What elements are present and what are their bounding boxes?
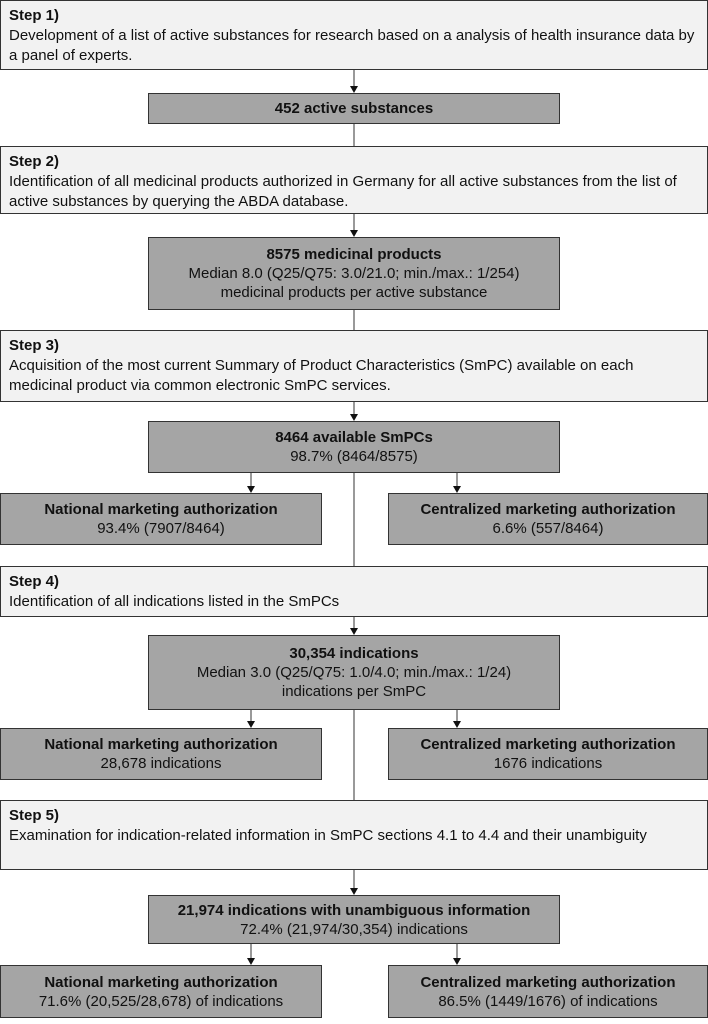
step-2-text: Identification of all medicinal products…	[9, 173, 677, 210]
unamb-national-box: National marketing authorization 71.6% (…	[0, 965, 322, 1018]
ind-centralized-box: Centralized marketing authorization 1676…	[388, 728, 708, 780]
step-5-title: Step 5)	[9, 807, 60, 824]
unambiguous-share: 72.4% (21,974/30,354) indications	[240, 920, 468, 938]
smpc-national-label: National marketing authorization	[44, 501, 278, 518]
products-count: 8575 medicinal products	[266, 246, 442, 263]
step-1-box: Step 1) Development of a list of active …	[0, 0, 708, 70]
unambiguous-count: 21,974 indications with unambiguous info…	[177, 901, 531, 919]
smpcs-count: 8464 available SmPCs	[275, 429, 433, 446]
step-5-box: Step 5) Examination for indication-relat…	[0, 800, 708, 870]
step-3-title: Step 3)	[9, 337, 60, 354]
step-5-text: Examination for indication-related infor…	[9, 827, 647, 844]
unamb-centralized-value: 86.5% (1449/1676) of indications	[438, 992, 658, 1010]
ind-national-value: 28,678 indications	[100, 755, 222, 772]
step-4-box: Step 4) Identification of all indication…	[0, 566, 708, 617]
indications-unit: indications per SmPC	[281, 683, 427, 700]
products-box: 8575 medicinal products Median 8.0 (Q25/…	[148, 237, 560, 310]
smpc-national-box: National marketing authorization 93.4% (…	[0, 493, 322, 545]
unamb-national-label: National marketing authorization	[44, 973, 278, 991]
step-2-title: Step 2)	[9, 153, 60, 170]
ind-national-box: National marketing authorization 28,678 …	[0, 728, 322, 780]
step-4-title: Step 4)	[9, 573, 60, 590]
ind-centralized-label: Centralized marketing authorization	[420, 736, 676, 753]
unambiguous-box: 21,974 indications with unambiguous info…	[148, 895, 560, 944]
smpcs-share: 98.7% (8464/8575)	[290, 448, 418, 465]
smpc-centralized-value: 6.6% (557/8464)	[492, 520, 604, 537]
smpcs-box: 8464 available SmPCs 98.7% (8464/8575)	[148, 421, 560, 473]
products-unit: medicinal products per active substance	[220, 284, 488, 301]
step-3-box: Step 3) Acquisition of the most current …	[0, 330, 708, 402]
smpc-centralized-box: Centralized marketing authorization 6.6%…	[388, 493, 708, 545]
indications-median: Median 3.0 (Q25/Q75: 1.0/4.0; min./max.:…	[196, 664, 512, 681]
ind-national-label: National marketing authorization	[44, 736, 278, 753]
substances-box: 452 active substances	[148, 93, 560, 124]
step-1-text: Development of a list of active substanc…	[9, 27, 695, 64]
ind-centralized-value: 1676 indications	[493, 755, 603, 772]
step-3-text: Acquisition of the most current Summary …	[9, 357, 634, 394]
substances-count: 452 active substances	[274, 100, 434, 117]
step-2-box: Step 2) Identification of all medicinal …	[0, 146, 708, 214]
unamb-centralized-box: Centralized marketing authorization 86.5…	[388, 965, 708, 1018]
step-4-text: Identification of all indications listed…	[9, 593, 340, 610]
step-1-title: Step 1)	[9, 7, 60, 24]
products-median: Median 8.0 (Q25/Q75: 3.0/21.0; min./max.…	[188, 265, 520, 282]
indications-count: 30,354 indications	[289, 645, 419, 662]
unamb-centralized-label: Centralized marketing authorization	[420, 973, 676, 991]
smpc-national-value: 93.4% (7907/8464)	[97, 520, 225, 537]
indications-box: 30,354 indications Median 3.0 (Q25/Q75: …	[148, 635, 560, 710]
smpc-centralized-label: Centralized marketing authorization	[420, 501, 676, 518]
unamb-national-value: 71.6% (20,525/28,678) of indications	[38, 992, 284, 1010]
